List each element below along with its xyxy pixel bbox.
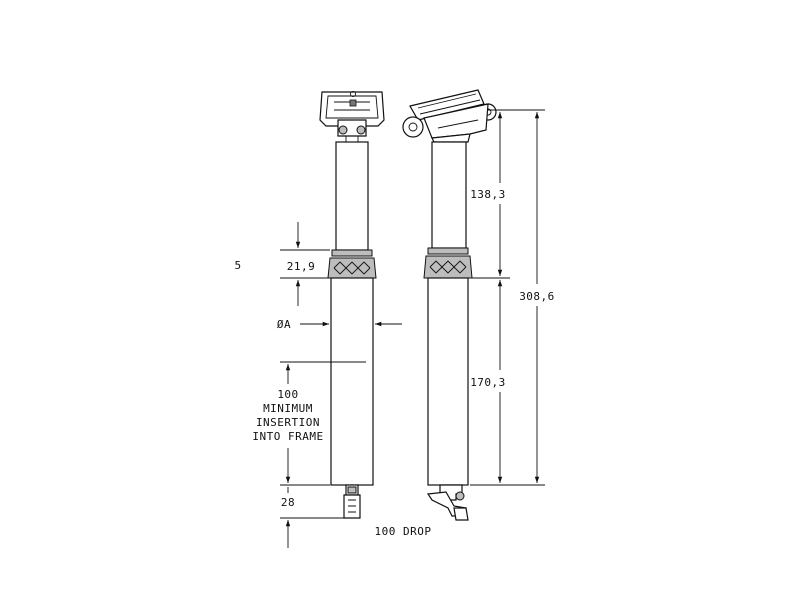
label-collar-height: 21,9 (287, 260, 316, 273)
label-insertion-line-3: INSERTION (256, 416, 320, 429)
front-lower-tube (330, 277, 374, 486)
front-collar (327, 249, 377, 279)
label-insertion-line-4: INTO FRAME (252, 430, 323, 443)
side-view-seatpost (402, 89, 497, 521)
label-insertion-line-1: 100 (277, 388, 298, 401)
front-view-seatpost (319, 91, 385, 519)
front-upper-stanchion (335, 141, 369, 251)
caption-drop: 100 DROP (375, 525, 432, 538)
label-insertion-line-2: MINIMUM (263, 402, 313, 415)
label-bottom-length: 28 (281, 496, 295, 509)
label-lower-length: 170,3 (470, 376, 506, 389)
side-saddle-clamp (402, 89, 497, 143)
dimension-labels: 138,3 170,3 308,6 21,9 ØA 100 MINIMUM IN… (234, 188, 554, 538)
label-diameter: ØA (277, 318, 291, 331)
side-cable-actuator (426, 484, 469, 521)
dimension-lines (280, 109, 545, 548)
side-upper-stanchion (431, 141, 467, 249)
side-collar (423, 247, 473, 279)
label-edge-mark: 5 (234, 259, 241, 272)
label-overall-length: 308,6 (519, 290, 555, 303)
front-bottom-actuator (343, 484, 361, 519)
front-saddle-clamp (319, 91, 385, 143)
label-top-length: 138,3 (470, 188, 506, 201)
side-lower-tube (427, 277, 469, 486)
